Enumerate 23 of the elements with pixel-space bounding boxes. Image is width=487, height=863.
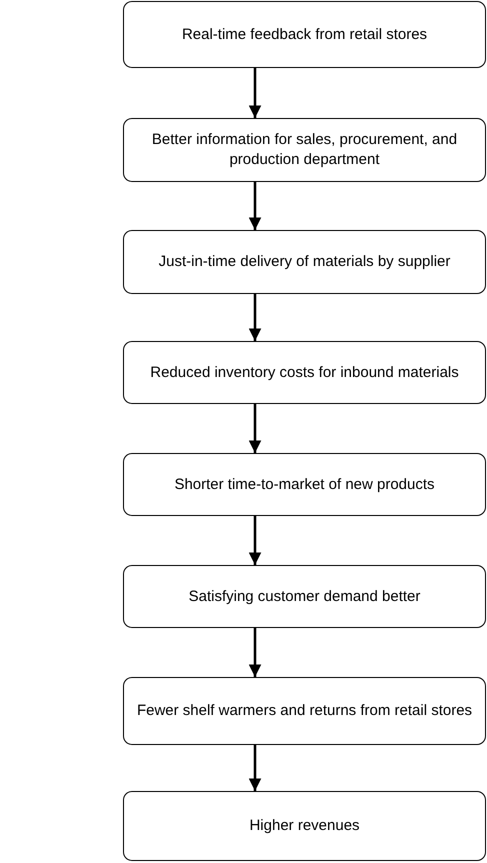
arrow	[248, 68, 262, 118]
box-text: Shorter time-to-market of new products	[174, 474, 435, 494]
arrow	[248, 628, 262, 677]
box-text: Higher revenues	[249, 816, 360, 836]
arrow	[248, 182, 262, 230]
arrow	[248, 516, 262, 565]
process-box	[123, 118, 486, 182]
process-box	[123, 677, 486, 745]
process-box	[123, 341, 486, 404]
box-text: Just-in-time delivery of materials by supplier	[158, 252, 450, 272]
process-box	[123, 230, 486, 294]
box-text: Better information for sales, procurement, and production department	[150, 130, 458, 170]
process-box	[123, 453, 486, 516]
box-text: Reduced inventory costs for inbound materials	[150, 362, 459, 382]
box-text: Fewer shelf warmers and returns from retail stores	[136, 701, 472, 721]
arrow	[248, 294, 262, 341]
box-text: Real-time feedback from retail stores	[182, 24, 428, 44]
process-box	[123, 1, 486, 68]
arrow	[248, 745, 262, 791]
process-box	[123, 791, 486, 861]
box-text: Satisfying customer demand better	[188, 586, 420, 606]
process-box	[123, 565, 486, 628]
arrow	[248, 404, 262, 453]
